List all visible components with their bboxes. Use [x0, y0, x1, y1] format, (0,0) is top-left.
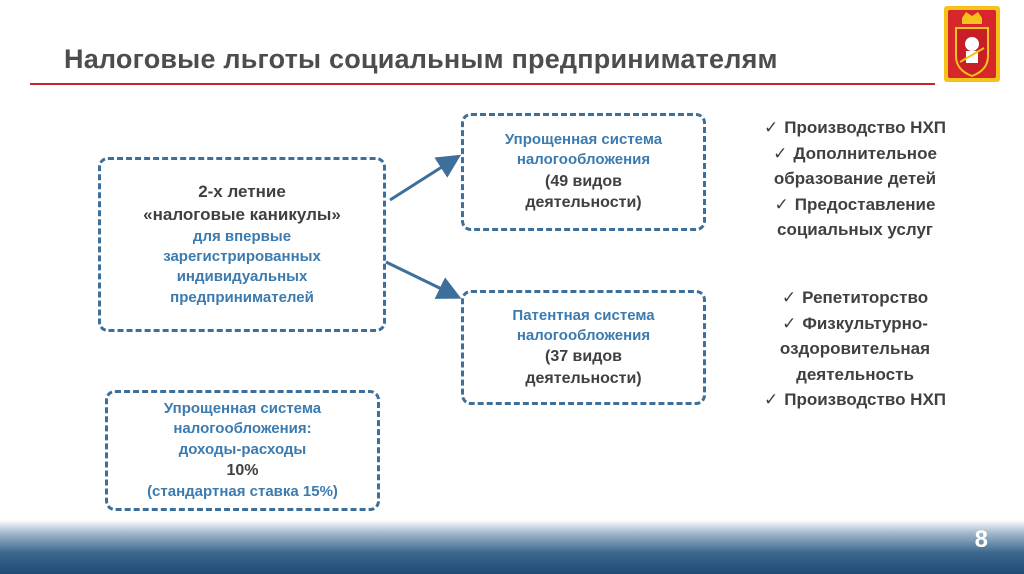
tax-holidays-line1: 2-х летние: [198, 182, 286, 202]
patent-line4: деятельности): [525, 369, 642, 387]
list-item: образование детей: [773, 169, 937, 188]
checkmark-icon: ✓: [774, 194, 789, 214]
slide-title: Налоговые льготы социальным предпринимат…: [64, 44, 778, 74]
rate-line3: доходы-расходы: [178, 440, 307, 458]
checkmark-icon: ✓: [782, 313, 797, 333]
tax-holidays-sub1: для впервые: [192, 227, 292, 245]
simplified-line2: налогообложения: [516, 151, 651, 169]
rate-line1: Упрощенная система: [163, 400, 322, 418]
list-item: ✓Производство НХП: [763, 390, 947, 409]
patent-activities-list: ✓Репетиторство ✓Физкультурно- оздоровите…: [735, 285, 975, 413]
arrow-to-patent: [385, 260, 462, 299]
rate-line4: 10%: [226, 461, 259, 479]
patent-line3: (37 видов: [544, 348, 622, 366]
list-item: ✓Предоставление: [774, 194, 936, 214]
title-underline: [30, 83, 935, 85]
moscow-oblast-coat-of-arms-icon: [944, 6, 1000, 82]
tax-holidays-sub4: предпринимателей: [170, 288, 314, 306]
page-number: 8: [974, 526, 988, 553]
tax-holidays-sub3: индивидуальных: [176, 268, 308, 286]
list-item: социальных услуг: [776, 220, 933, 239]
checkmark-icon: ✓: [763, 118, 779, 137]
checkmark-icon: ✓: [773, 143, 788, 163]
rate-line2: налогообложения:: [173, 420, 312, 438]
tax-holidays-line2: «налоговые каникулы»: [143, 205, 341, 224]
list-item: ✓Производство НХП: [763, 118, 947, 137]
simplified-line3: (49 видов: [544, 172, 622, 190]
patent-line1: Патентная система: [512, 306, 655, 324]
list-item: ✓Репетиторство: [781, 288, 929, 307]
list-item: деятельность: [796, 364, 914, 384]
simplified-line1: Упрощенная система: [504, 131, 663, 149]
list-item: ✓Дополнительное: [773, 143, 937, 163]
patent-line2: налогообложения: [516, 326, 651, 344]
checkmark-icon: ✓: [763, 390, 779, 409]
patent-system-box: Патентная система налогообложения (37 ви…: [461, 290, 706, 405]
checkmark-icon: ✓: [781, 288, 797, 307]
list-item: оздоровительная: [779, 339, 931, 358]
arrow-to-simplified: [389, 154, 462, 202]
tax-holidays-box: 2-х летние «налоговые каникулы» для впер…: [98, 157, 386, 332]
simplified-system-box: Упрощенная система налогообложения (49 в…: [461, 113, 706, 231]
tax-holidays-sub2: зарегистрированных: [163, 248, 321, 266]
simplified-line4: деятельности): [525, 194, 642, 212]
list-item: ✓Физкультурно-: [782, 313, 928, 333]
tax-rate-box: Упрощенная система налогообложения: дохо…: [105, 390, 380, 511]
simplified-activities-list: ✓Производство НХП ✓Дополнительное образо…: [735, 115, 975, 243]
rate-line5: (стандартная ставка 15%): [147, 482, 338, 500]
footer-band: [0, 520, 1024, 574]
